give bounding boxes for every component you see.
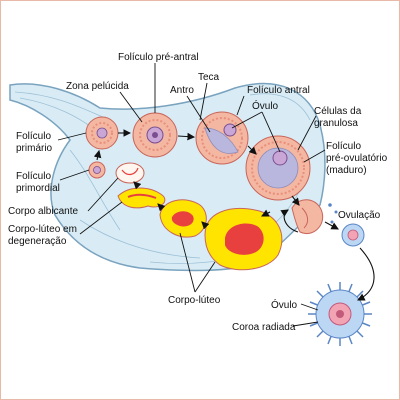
label-celulas-granulosa-2: granulosa <box>314 118 358 129</box>
label-foliculo-preovulatorio-3: (maduro) <box>326 165 367 176</box>
leader-lines <box>57 63 326 327</box>
label-foliculo-pre-antral: Folículo pré-antral <box>118 52 199 63</box>
label-corpo-luteo: Corpo-lúteo <box>168 295 221 306</box>
label-ovulo-top: Óvulo <box>252 99 279 112</box>
label-foliculo-preovulatorio-2: pré-ovulatório <box>326 153 388 164</box>
primordial-follicle <box>88 161 106 179</box>
label-foliculo-primordial-2: primordial <box>16 183 60 194</box>
labels: Folículo pré-antral Zona pelúcida Teca A… <box>8 52 388 333</box>
label-foliculo-preovulatorio-1: Folículo <box>326 141 361 152</box>
label-foliculo-primario-2: primário <box>16 143 53 154</box>
label-corpo-luteo-degeneracao-2: degeneração <box>8 236 67 247</box>
label-corpo-luteo-degeneracao-1: Corpo-lúteo em <box>8 224 77 235</box>
sequence-arrows <box>93 129 375 301</box>
corpus-albicans <box>115 162 145 184</box>
primary-follicle <box>85 116 119 150</box>
label-foliculo-antral: Folículo antral <box>247 85 310 96</box>
preantral-follicle <box>132 112 178 158</box>
corona-radiata-ovum <box>308 282 372 346</box>
antral-follicle <box>195 111 249 165</box>
label-ovulo-bottom: Óvulo <box>271 298 298 311</box>
label-corpo-albicante: Corpo albicante <box>8 206 78 217</box>
label-coroa-radiada: Coroa radiada <box>232 322 296 333</box>
ovulation-droplets <box>328 203 338 224</box>
label-celulas-granulosa-1: Células da <box>314 106 362 117</box>
label-ovulacao: Ovulação <box>338 210 381 221</box>
label-teca: Teca <box>198 72 220 83</box>
label-antro: Antro <box>170 85 194 96</box>
corpus-luteum-large <box>204 207 283 271</box>
label-foliculo-primordial-1: Folículo <box>16 171 51 182</box>
corpus-luteum-medium <box>159 199 207 238</box>
ovulation-rupture <box>291 199 324 234</box>
label-foliculo-primario-1: Folículo <box>16 131 51 142</box>
label-zona-pelucida: Zona pelúcida <box>66 81 129 92</box>
preovulatory-follicle <box>245 135 311 201</box>
released-ovum <box>341 223 365 247</box>
